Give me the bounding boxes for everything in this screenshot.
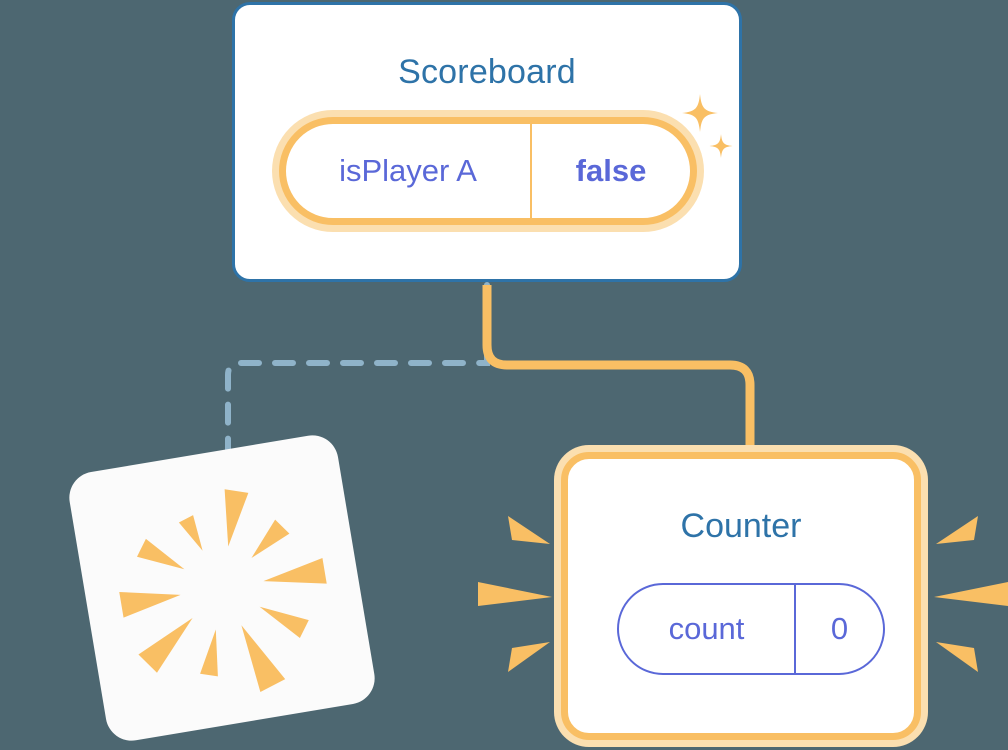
burst-ray <box>263 558 327 584</box>
flash-card[interactable] <box>65 431 379 745</box>
burst-ray <box>936 516 978 544</box>
counter-title: Counter <box>680 507 802 545</box>
counter-state-pill[interactable]: count 0 <box>617 583 885 675</box>
burst-ray <box>119 592 181 618</box>
counter-state-value: 0 <box>830 611 849 646</box>
pill-divider <box>794 585 796 673</box>
counter-burst-right <box>934 516 1008 672</box>
burst-ray <box>478 582 552 606</box>
burst-ray <box>934 582 1008 606</box>
counter-burst-left <box>478 516 552 672</box>
sparkle-large-icon <box>682 94 718 132</box>
scoreboard-card[interactable]: Scoreboard isPlayer A false <box>232 2 742 282</box>
burst-ray <box>936 642 978 672</box>
scoreboard-state-pill[interactable]: isPlayer A false <box>279 117 697 225</box>
scoreboard-title: Scoreboard <box>398 53 576 91</box>
scoreboard-state-key: isPlayer A <box>339 153 477 188</box>
burst-ray <box>200 629 218 677</box>
scoreboard-state-value: false <box>575 153 647 188</box>
burst-ray <box>138 617 193 673</box>
burst-ray <box>508 516 550 544</box>
connector-scoreboard-to-counter <box>482 285 755 462</box>
burst-ray <box>136 538 185 570</box>
flash-card-burst <box>119 489 327 693</box>
burst-ray <box>241 625 286 693</box>
pill-divider <box>530 124 532 218</box>
burst-ray <box>224 489 249 547</box>
burst-ray <box>259 606 309 638</box>
burst-ray <box>178 515 203 551</box>
burst-ray <box>508 642 550 672</box>
counter-card[interactable]: Counter count 0 <box>561 452 921 740</box>
counter-state-key: count <box>668 611 745 646</box>
burst-ray <box>251 519 290 559</box>
sparkle-group <box>682 94 733 158</box>
sparkle-small-icon <box>709 134 733 158</box>
connector-scoreboard-to-flash-card <box>225 282 490 473</box>
